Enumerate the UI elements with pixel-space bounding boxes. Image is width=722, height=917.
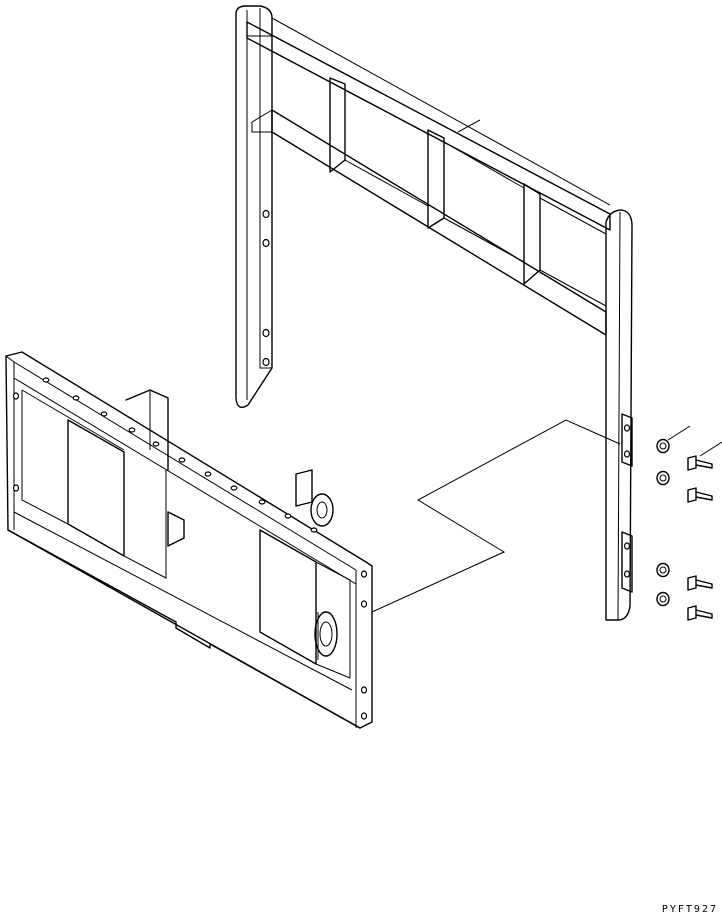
load-backrest-frame xyxy=(235,5,633,621)
washer xyxy=(656,438,670,454)
frame-holes-left xyxy=(262,209,270,367)
leader-lines xyxy=(371,119,722,613)
bolt xyxy=(687,455,713,471)
frame-ribs xyxy=(329,77,607,307)
washer xyxy=(656,470,670,486)
drawing-code: PYFT927 xyxy=(661,904,718,915)
frame-mount-tabs-right xyxy=(621,413,633,593)
carriage-roller-lower xyxy=(314,611,338,660)
washers xyxy=(656,438,670,607)
fork-notches xyxy=(42,377,318,533)
washer xyxy=(656,591,670,607)
bolt xyxy=(687,605,713,621)
bolt xyxy=(687,575,713,591)
carriage-side-holes xyxy=(12,392,368,720)
bolt xyxy=(687,487,713,503)
carriage-roller-upper xyxy=(295,469,334,527)
fork-carriage-plate xyxy=(5,351,373,729)
washer xyxy=(656,562,670,578)
bolts xyxy=(687,455,713,621)
